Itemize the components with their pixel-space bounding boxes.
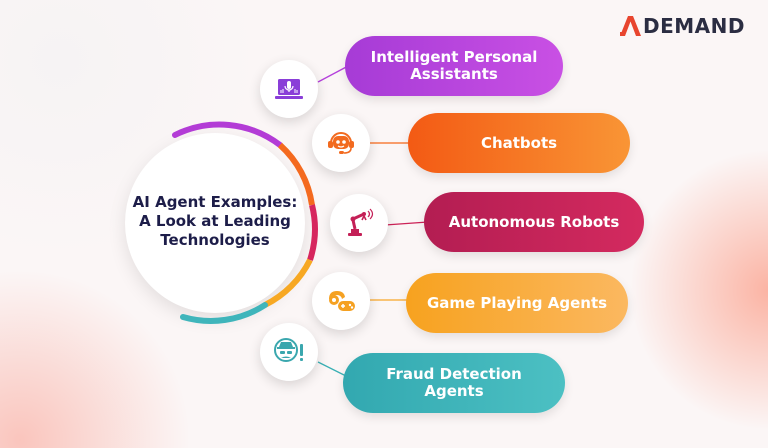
- icon-circle-chatbots: [312, 114, 370, 172]
- pill-label: Game Playing Agents: [426, 293, 608, 312]
- icon-circle-autonomous-robots: [330, 194, 388, 252]
- pill-label: Chatbots: [480, 133, 558, 152]
- pill-game-playing: Game Playing Agents: [406, 273, 628, 333]
- icon-circle-personal-assistants: [260, 60, 318, 118]
- icon-circle-fraud-detection: [260, 323, 318, 381]
- robotic-arm-icon: [348, 208, 374, 236]
- pill-fraud-detection: Fraud Detection Agents: [343, 353, 565, 413]
- pill-label: Autonomous Robots: [448, 212, 620, 231]
- pill-chatbots: Chatbots: [408, 113, 630, 173]
- logo-mark-icon: [620, 16, 641, 36]
- hub-title: AI Agent Examples: A Look at Leading Tec…: [132, 193, 298, 249]
- hub-circle: [125, 133, 305, 313]
- pill-label: Intelligent Personal Assistants: [370, 48, 538, 83]
- hub-ring: [172, 121, 318, 324]
- pill-autonomous-robots: Autonomous Robots: [424, 192, 644, 252]
- brain-gamepad-icon: [329, 291, 355, 311]
- brand-logo: DEMAND: [618, 14, 745, 38]
- pill-personal-assistants: Intelligent Personal Assistants: [345, 36, 563, 96]
- logo-text: DEMAND: [643, 14, 745, 38]
- voice-assistant-laptop-icon: [275, 79, 303, 99]
- icon-circle-game-playing: [312, 272, 370, 330]
- chatbot-headset-icon: [328, 132, 354, 154]
- connector-line: [384, 221, 429, 226]
- spy-alert-icon: [274, 338, 303, 362]
- pill-label: Fraud Detection Agents: [386, 365, 522, 400]
